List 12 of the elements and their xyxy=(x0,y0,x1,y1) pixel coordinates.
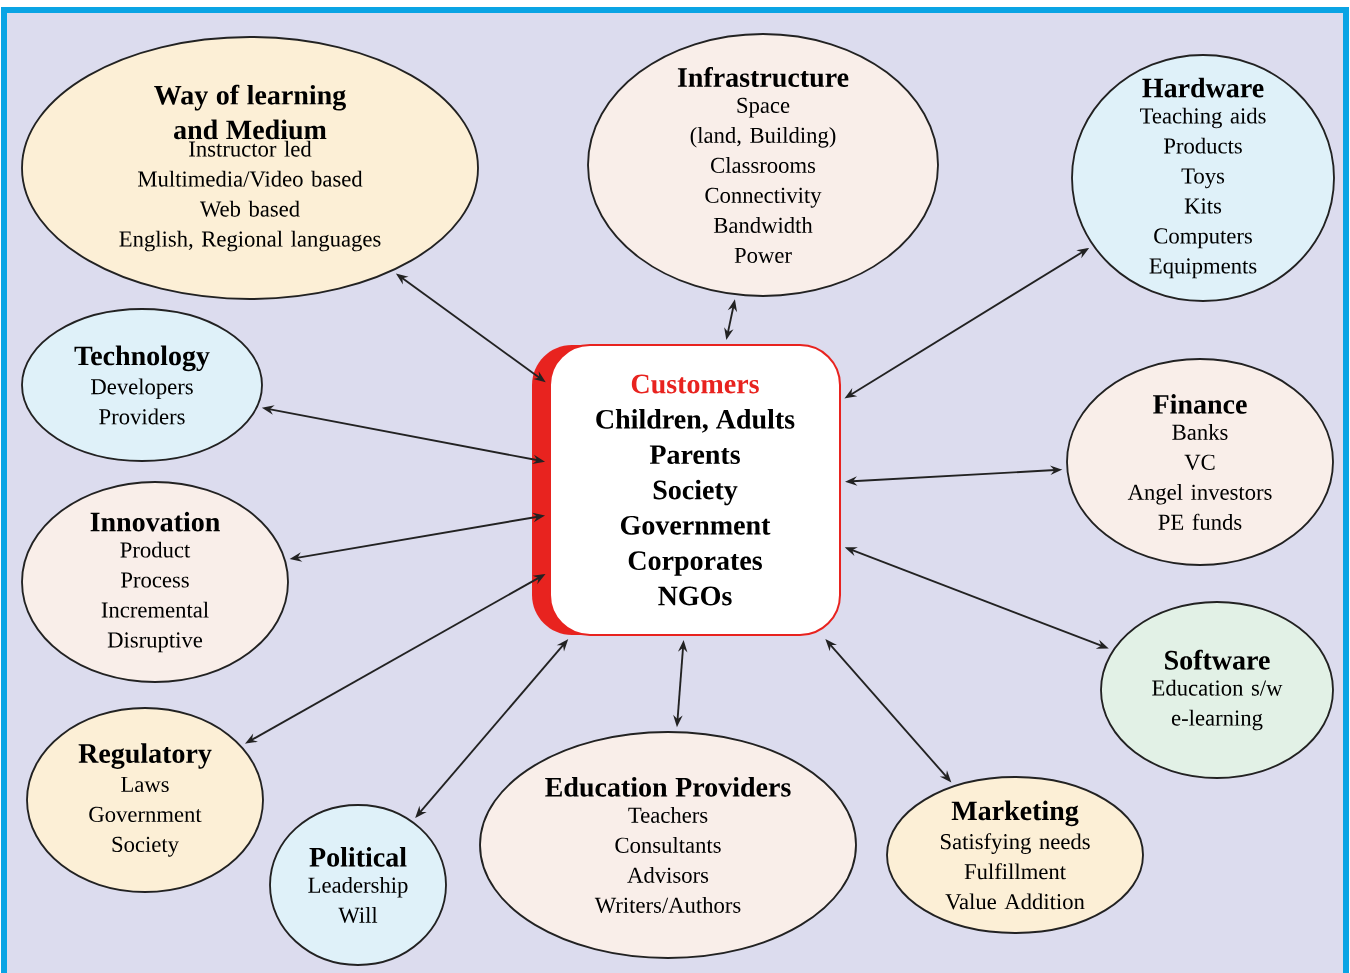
ellipse-node: Software Education s/w e-learning xyxy=(1100,601,1334,779)
ellipse-node: Education Providers Teachers Consultants Advisors Writers/Authors xyxy=(479,731,857,959)
ellipse-node: Technology Developers Providers xyxy=(21,308,263,462)
ellipse-node: Political Leadership Will xyxy=(269,804,447,966)
ellipse-node: Marketing Satisfying needs Fulfillment Value Addition xyxy=(886,776,1144,934)
ellipse-node: Way of learning and Medium Instructor led Multimedia/Video based Web based English, Regional languages xyxy=(21,36,479,300)
ellipse-node: Infrastructure Space (land, Building) Classrooms Connectivity Bandwidth Power xyxy=(587,33,939,297)
ellipse-node: Hardware Teaching aids Products Toys Kits Computers Equipments xyxy=(1071,54,1335,302)
ellipse-node: Regulatory Laws Government Society xyxy=(26,707,264,893)
ellipse-node: Finance Banks VC Angel investors PE funds xyxy=(1066,358,1334,566)
rounded-box: Customers Children, Adults Parents Society Government Corporates NGOs xyxy=(532,344,841,636)
ellipse-node: Innovation Product Process Incremental Disruptive xyxy=(21,481,289,683)
